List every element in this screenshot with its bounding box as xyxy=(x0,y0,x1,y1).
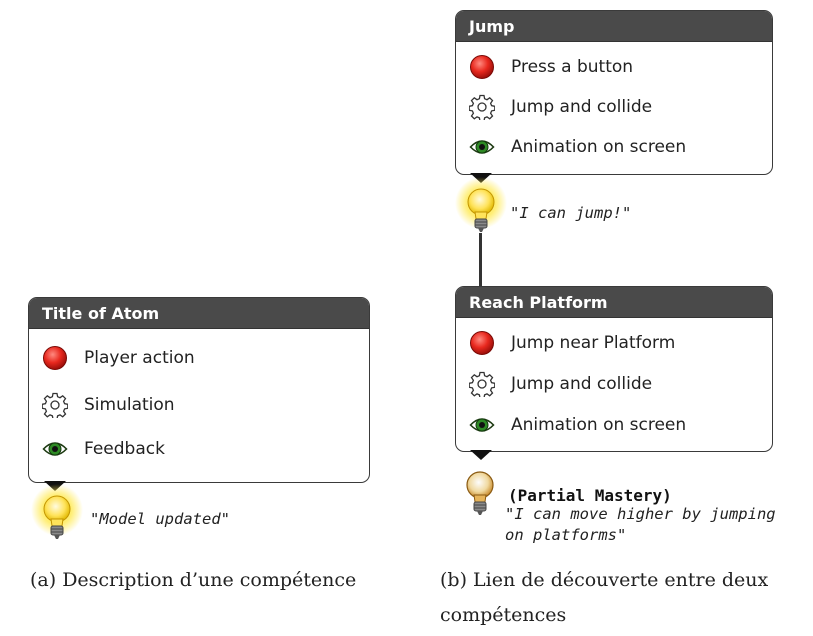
row-jump-collide: Jump and collide xyxy=(469,92,652,122)
atom-title-of-atom: Title of Atom Player action Simulation F… xyxy=(28,297,370,483)
atom-title: Reach Platform xyxy=(456,287,772,318)
insight-text-line1: "I can move higher by jumping xyxy=(505,505,776,523)
mastery-label: (Partial Mastery) xyxy=(508,486,672,505)
atom-title: Jump xyxy=(456,11,772,42)
eye-icon xyxy=(42,436,68,462)
row-press-button: Press a button xyxy=(469,52,633,82)
row-animation: Animation on screen xyxy=(469,132,686,162)
row-label: Press a button xyxy=(511,57,634,77)
row-label: Jump and collide xyxy=(511,97,653,117)
row-label: Simulation xyxy=(84,395,175,415)
caption-b-line2: compétences xyxy=(440,604,567,626)
caption-a: (a) Description d’une compétence xyxy=(30,569,357,591)
row-jump-near-platform: Jump near Platform xyxy=(469,328,675,358)
row-label: Jump and collide xyxy=(511,374,653,394)
row-label: Jump near Platform xyxy=(511,333,676,353)
gear-icon xyxy=(42,392,68,418)
row-animation: Animation on screen xyxy=(469,410,686,440)
row-label: Animation on screen xyxy=(511,415,687,435)
red-button-icon xyxy=(469,330,495,356)
eye-icon xyxy=(469,412,495,438)
eye-icon xyxy=(469,134,495,160)
row-feedback: Feedback xyxy=(42,434,165,464)
row-label: Animation on screen xyxy=(511,137,687,157)
row-player-action: Player action xyxy=(42,343,195,373)
insight-text: "I can jump!" xyxy=(510,204,632,222)
atom-pointer xyxy=(470,450,492,460)
insight-text-line2: on platforms" xyxy=(505,526,627,544)
gear-icon xyxy=(469,371,495,397)
caption-b-line1: (b) Lien de découverte entre deux xyxy=(440,569,769,591)
red-button-icon xyxy=(469,54,495,80)
atom-reach-platform: Reach Platform Jump near Platform Jump a… xyxy=(455,286,773,452)
discovery-link xyxy=(479,233,482,286)
row-jump-collide: Jump and collide xyxy=(469,369,652,399)
lightbulb-partial-icon xyxy=(458,466,502,526)
red-button-icon xyxy=(42,345,68,371)
atom-title: Title of Atom xyxy=(29,298,369,329)
row-label: Player action xyxy=(84,348,195,368)
insight-text: "Model updated" xyxy=(90,510,230,528)
row-simulation: Simulation xyxy=(42,390,175,420)
row-label: Feedback xyxy=(84,439,165,459)
lightbulb-icon xyxy=(30,483,90,551)
atom-jump: Jump Press a button Jump and collide Ani… xyxy=(455,10,773,175)
lightbulb-icon xyxy=(454,176,514,244)
gear-icon xyxy=(469,94,495,120)
